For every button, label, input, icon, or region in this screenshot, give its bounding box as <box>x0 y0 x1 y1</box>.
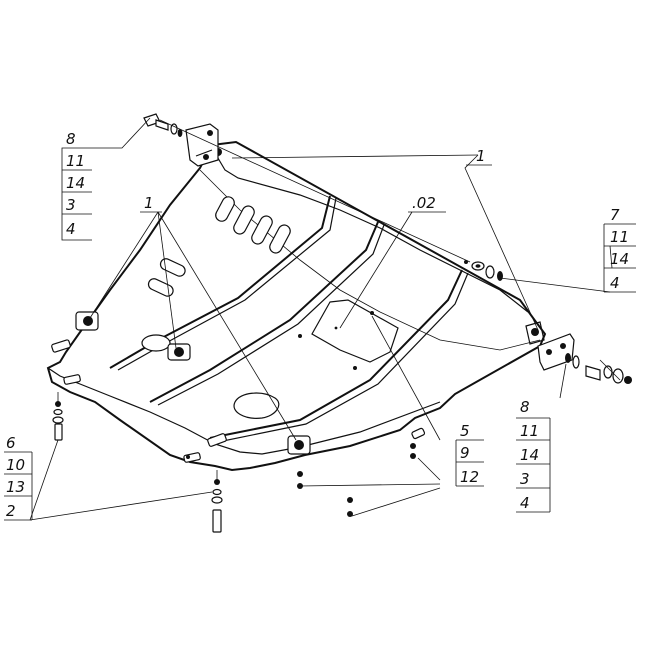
callout-stack-center: 5 9 12 <box>455 422 484 487</box>
callout-part-1-right: 1 <box>466 147 492 166</box>
vent-slots <box>147 196 291 297</box>
label-bottom-right-1: 11 <box>520 422 539 440</box>
plate-rear-bend <box>211 147 529 313</box>
label-top-left-4: 4 <box>66 220 76 238</box>
label-part-1-right: 1 <box>476 147 486 165</box>
plate-mid-bend <box>199 169 541 351</box>
label-center-1: 9 <box>460 444 470 462</box>
bracket-rear-right <box>525 321 575 371</box>
callout-stack-right-top: 7 11 14 4 <box>603 206 636 293</box>
label-bottom-right-4: 4 <box>520 494 530 512</box>
stiffening-ribs <box>109 195 469 443</box>
label-right-top-2: 14 <box>610 250 629 268</box>
callout-stack-top-left: 8 11 14 3 4 <box>61 130 92 241</box>
label-bottom-right-2: 14 <box>520 446 539 464</box>
callout-part-02: .02 <box>408 194 446 213</box>
label-part-1-left: 1 <box>144 194 154 212</box>
label-top-left-1: 11 <box>66 152 85 170</box>
bolt-bottom-left <box>52 392 64 441</box>
oval-opening-left <box>141 334 171 352</box>
label-right-top-0: 7 <box>610 206 620 224</box>
bolt-bottom-center <box>211 470 223 533</box>
label-bottom-left-0: 6 <box>6 434 16 452</box>
bracket-rear-left <box>185 123 219 167</box>
label-bottom-left-1: 10 <box>6 456 25 474</box>
label-part-02: .02 <box>412 194 436 212</box>
front-slots <box>51 339 426 463</box>
skid-plate <box>46 140 547 472</box>
callout-part-1-left: 1 <box>140 194 162 213</box>
bolt-right-lower <box>565 353 632 384</box>
service-hatch <box>311 299 399 363</box>
leader-lines <box>29 117 621 521</box>
bolt-right-upper <box>471 261 503 281</box>
oval-opening-front <box>233 392 280 419</box>
label-bottom-left-2: 13 <box>6 478 25 496</box>
label-top-left-3: 3 <box>66 196 76 214</box>
label-top-left-2: 14 <box>66 174 85 192</box>
label-right-top-3: 4 <box>610 274 620 292</box>
label-top-left-0: 8 <box>66 130 76 148</box>
callout-stack-bottom-right: 8 11 14 3 4 <box>516 398 551 513</box>
label-center-0: 5 <box>460 422 470 440</box>
label-bottom-left-3: 2 <box>6 502 16 520</box>
label-center-2: 12 <box>460 468 479 486</box>
callout-stack-bottom-left: 6 10 13 2 <box>4 434 33 521</box>
nuts-center <box>297 443 416 517</box>
bolt-top-left <box>143 113 471 263</box>
label-bottom-right-3: 3 <box>520 470 530 488</box>
label-bottom-right-0: 8 <box>520 398 530 416</box>
label-right-top-1: 11 <box>610 228 629 246</box>
